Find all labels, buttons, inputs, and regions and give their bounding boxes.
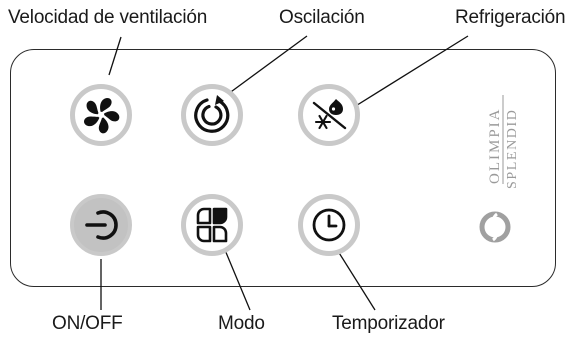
fan-icon <box>82 98 121 136</box>
oscillation-icon <box>194 95 230 133</box>
label-fan-speed: Velocidad de ventilación <box>8 7 208 28</box>
brand-emblem <box>479 211 511 243</box>
label-mode: Modo <box>218 313 265 334</box>
timer-button[interactable] <box>298 194 360 256</box>
oscillation-button[interactable] <box>181 84 243 146</box>
brand-line2: SPLENDID <box>505 109 520 189</box>
power-button[interactable] <box>70 194 132 256</box>
label-oscillation: Oscilación <box>279 7 365 28</box>
brand-line1: OLIMPIA <box>487 108 503 185</box>
label-timer: Temporizador <box>332 313 445 334</box>
power-icon <box>85 210 118 240</box>
label-cooling: Refrigeración <box>455 7 566 28</box>
label-on-off: ON/OFF <box>52 313 123 334</box>
fan-speed-button[interactable] <box>70 84 132 146</box>
cooling-off-icon <box>312 99 347 130</box>
cooling-button[interactable] <box>298 84 360 146</box>
clock-icon <box>312 208 346 242</box>
mode-icon <box>196 207 228 243</box>
mode-button[interactable] <box>181 194 243 256</box>
